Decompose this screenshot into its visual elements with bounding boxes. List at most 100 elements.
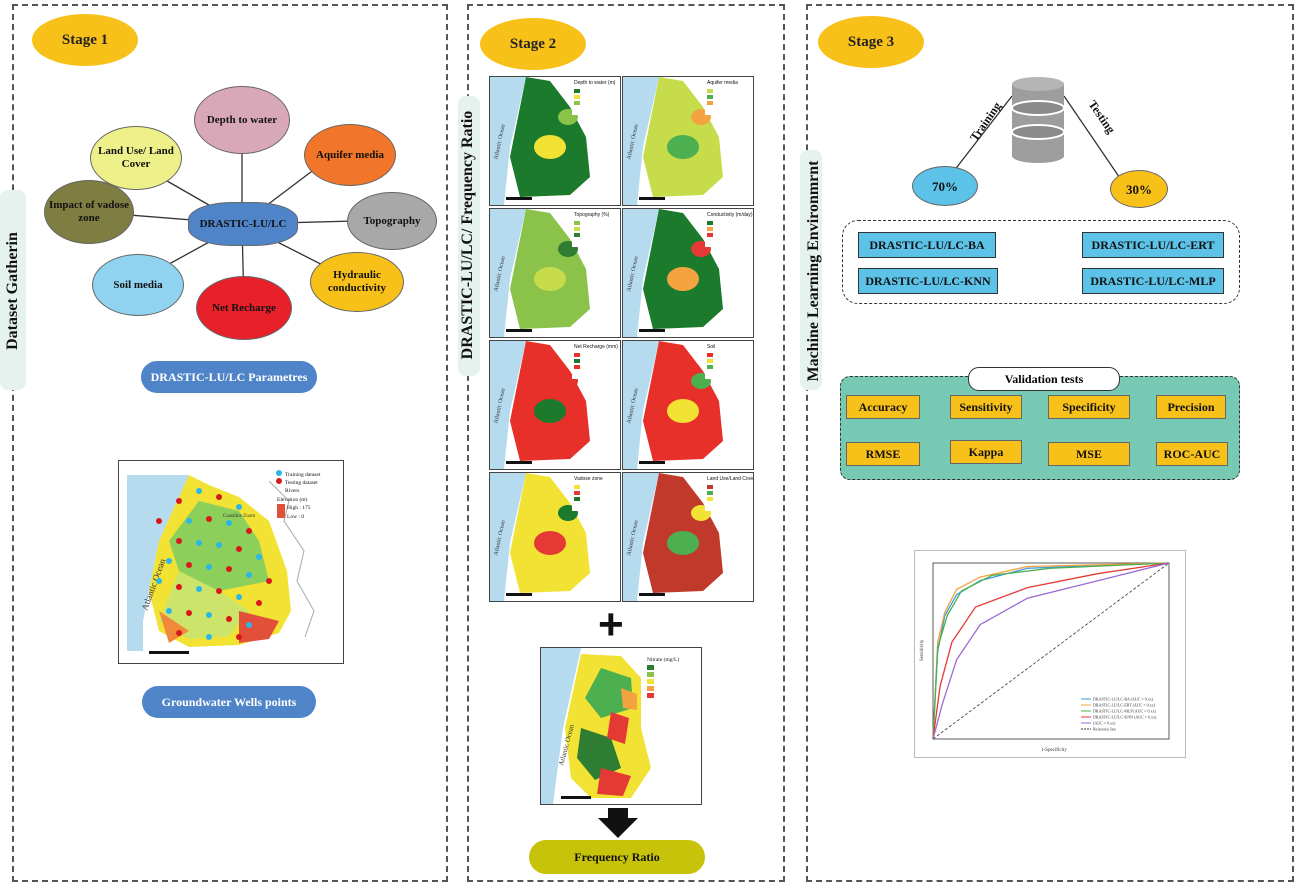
- legend-high: High : 175: [287, 505, 311, 511]
- roc-legend-entry: DRASTIC-LU/LC-MLP (AUC = 0.xx): [1093, 709, 1156, 714]
- thematic-map-svg: [623, 77, 751, 205]
- node-hydraulic-conductivity: Hydraulic conductivity: [310, 252, 404, 312]
- test-mse[interactable]: MSE: [1048, 442, 1130, 466]
- testing-well-point: [156, 518, 162, 524]
- testing-well-point: [186, 610, 192, 616]
- training-well-point: [166, 608, 172, 614]
- thematic-map-svg: [623, 209, 751, 337]
- node-soil-media: Soil media: [92, 254, 184, 316]
- training-well-point: [216, 542, 222, 548]
- test-rmse[interactable]: RMSE: [846, 442, 920, 466]
- legend-testing: Testing dataset: [285, 480, 318, 486]
- fr-map-svg: Nitrate (mg/L) Atlantic Ocean: [541, 648, 699, 804]
- legend-rivers: Rivers: [285, 488, 299, 494]
- roc-curve: [932, 562, 1170, 740]
- model-ba[interactable]: DRASTIC-LU/LC-BA: [858, 232, 996, 258]
- thematic-map: Topography (%)Atlantic Ocean: [489, 208, 621, 338]
- frequency-ratio-button[interactable]: Frequency Ratio: [529, 840, 705, 874]
- roc-chart: Sensitivity 1-Specificity DRASTIC-LU/LC-…: [914, 550, 1186, 758]
- testing-well-point: [236, 634, 242, 640]
- testing-well-point: [206, 516, 212, 522]
- training-well-point: [206, 634, 212, 640]
- legend-training: Training dataset: [285, 472, 321, 478]
- test-sensitivity[interactable]: Sensitivity: [950, 395, 1022, 419]
- node-land-use: Land Use/ Land Cover: [90, 126, 182, 190]
- thematic-map-title: Topography (%): [574, 212, 610, 218]
- node-depth-to-water: Depth to water: [194, 86, 290, 154]
- model-knn[interactable]: DRASTIC-LU/LC-KNN: [858, 268, 998, 294]
- training-well-point: [246, 622, 252, 628]
- roc-legend-entry: DRASTIC-LU/LC-ERT (AUC = 0.xx): [1093, 703, 1156, 708]
- roc-legend: DRASTIC-LU/LC-BA (AUC = 0.xx)DRASTIC-LU/…: [1081, 697, 1157, 732]
- testing-well-point: [226, 616, 232, 622]
- testing-well-point: [216, 494, 222, 500]
- test-percent: 30%: [1110, 170, 1168, 208]
- thematic-map-svg: [490, 341, 618, 469]
- roc-legend-entry: Reference line: [1093, 727, 1116, 732]
- training-label: Training: [967, 99, 1004, 143]
- legend-zoom: Coastline Zoom: [223, 514, 255, 519]
- node-vadose-zone: Impact of vadose zone: [44, 180, 134, 244]
- test-kappa[interactable]: Kappa: [950, 440, 1022, 464]
- training-well-point: [236, 504, 242, 510]
- plus-sign: +: [598, 600, 624, 649]
- thematic-map-svg: [490, 77, 618, 205]
- stage2-side-label: DRASTIC-LU/LC/ Frequency Ratio: [459, 110, 476, 360]
- test-precision[interactable]: Precision: [1156, 395, 1226, 419]
- training-well-point: [196, 488, 202, 494]
- roc-curve: [932, 562, 1170, 740]
- testing-well-point: [266, 578, 272, 584]
- thematic-map-title: Land Use/Land Cover: [707, 476, 754, 482]
- testing-well-point: [216, 588, 222, 594]
- database-split: Training Testing: [949, 77, 1125, 185]
- wells-button[interactable]: Groundwater Wells points: [142, 686, 316, 718]
- testing-well-point: [176, 538, 182, 544]
- node-topography: Topography: [347, 192, 437, 250]
- stage3-label: Stage 3: [818, 16, 924, 68]
- stage2-label: Stage 2: [480, 18, 586, 70]
- roc-curve: [932, 562, 1170, 740]
- testing-well-point: [226, 566, 232, 572]
- thematic-map: Depth to water (m)Atlantic Ocean: [489, 76, 621, 206]
- node-center-drastic: DRASTIC-LU/LC: [188, 202, 298, 246]
- testing-well-point: [236, 546, 242, 552]
- node-net-recharge: Net Recharge: [196, 276, 292, 340]
- test-roc-auc[interactable]: ROC-AUC: [1156, 442, 1228, 466]
- training-well-point: [166, 558, 172, 564]
- parametres-button[interactable]: DRASTIC-LU/LC Parametres: [141, 361, 317, 393]
- stage1-panel: [12, 4, 448, 882]
- model-ert[interactable]: DRASTIC-LU/LC-ERT: [1082, 232, 1224, 258]
- test-accuracy[interactable]: Accuracy: [846, 395, 920, 419]
- well-points: [156, 488, 272, 640]
- testing-well-point: [246, 528, 252, 534]
- roc-curves: [932, 562, 1170, 740]
- training-well-point: [256, 554, 262, 560]
- stage3-side-label: Machine Learning Environmrnt: [805, 160, 822, 382]
- thematic-map-title: Depth to water (m): [574, 80, 616, 86]
- frequency-ratio-map: Nitrate (mg/L) Atlantic Ocean: [540, 647, 702, 805]
- thematic-map-svg: [490, 473, 618, 601]
- thematic-map-title: Soil: [707, 344, 716, 350]
- test-specificity[interactable]: Specificity: [1048, 395, 1130, 419]
- roc-legend-entry: DRASTIC-LU/LC-KNN (AUC = 0.xx): [1093, 715, 1157, 720]
- stage3-side-tab: [800, 150, 822, 390]
- thematic-map: Net Recharge (mm)Atlantic Ocean: [489, 340, 621, 470]
- wells-map-svg: Atlantic Ocean Training dataset Testing …: [119, 461, 343, 663]
- roc-xlabel: 1-Specificity: [1041, 748, 1067, 753]
- thematic-map-title: Net Recharge (mm): [574, 344, 618, 350]
- training-well-point: [196, 540, 202, 546]
- training-well-point: [246, 572, 252, 578]
- thematic-map-svg: [623, 473, 751, 601]
- training-well-point: [206, 564, 212, 570]
- training-well-point: [226, 520, 232, 526]
- node-aquifer-media: Aquifer media: [304, 124, 396, 186]
- model-mlp[interactable]: DRASTIC-LU/LC-MLP: [1082, 268, 1224, 294]
- validation-title: Validation tests: [968, 367, 1120, 391]
- stage1-side-tab: [0, 190, 26, 390]
- roc-legend-entry: (AUC = 0.xx): [1093, 721, 1116, 726]
- testing-well-point: [186, 562, 192, 568]
- legend-elevation: Elevation (m): [277, 496, 308, 503]
